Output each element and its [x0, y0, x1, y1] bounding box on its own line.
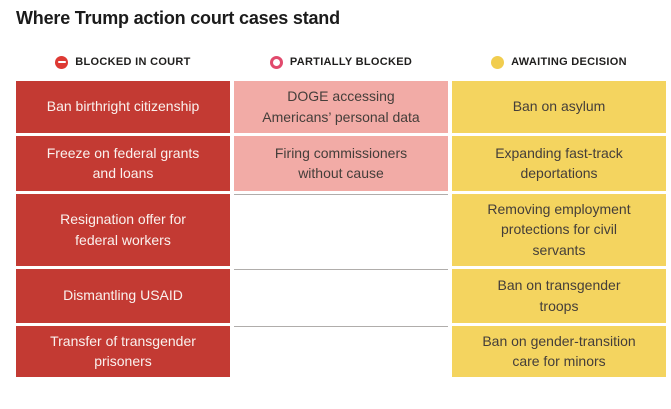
- status-table: Ban birthright citizenship Freeze on fed…: [16, 80, 666, 377]
- case-cell-awaiting: Ban on gender-transition care for minors: [452, 325, 666, 377]
- case-cell-partial: Firing commissioners without cause: [234, 135, 448, 191]
- empty-cell: [234, 268, 448, 323]
- filled-circle-icon: [491, 55, 505, 69]
- case-cell-blocked: Ban birthright citizenship: [16, 80, 230, 133]
- case-cell-blocked: Transfer of transgender prisoners: [16, 325, 230, 377]
- court-cases-graphic: Where Trump action court cases stand BLO…: [16, 8, 666, 377]
- case-cell-awaiting: Ban on transgender troops: [452, 268, 666, 323]
- case-cell-blocked: Resignation offer for federal workers: [16, 193, 230, 266]
- empty-cell: [234, 325, 448, 377]
- case-cell-awaiting: Expanding fast-track deportations: [452, 135, 666, 191]
- legend-item-blocked-in-court: BLOCKED IN COURT: [16, 55, 230, 69]
- legend-item-awaiting-decision: AWAITING DECISION: [452, 55, 666, 69]
- legend-item-partially-blocked: PARTIALLY BLOCKED: [234, 55, 448, 69]
- case-cell-partial: DOGE accessing Americans’ personal data: [234, 80, 448, 133]
- ring-icon: [269, 55, 283, 69]
- case-cell-awaiting: Ban on asylum: [452, 80, 666, 133]
- case-cell-blocked: Dismantling USAID: [16, 268, 230, 323]
- case-cell-awaiting: Removing employment protections for civi…: [452, 193, 666, 266]
- page-title: Where Trump action court cases stand: [16, 8, 340, 28]
- no-entry-icon: [55, 55, 69, 69]
- legend-label: AWAITING DECISION: [511, 56, 627, 69]
- empty-cell: [234, 193, 448, 266]
- case-cell-blocked: Freeze on federal grants and loans: [16, 135, 230, 191]
- legend-label: PARTIALLY BLOCKED: [289, 56, 413, 69]
- legend: BLOCKED IN COURT PARTIALLY BLOCKED AWAIT…: [16, 55, 666, 69]
- legend-label: BLOCKED IN COURT: [75, 56, 191, 69]
